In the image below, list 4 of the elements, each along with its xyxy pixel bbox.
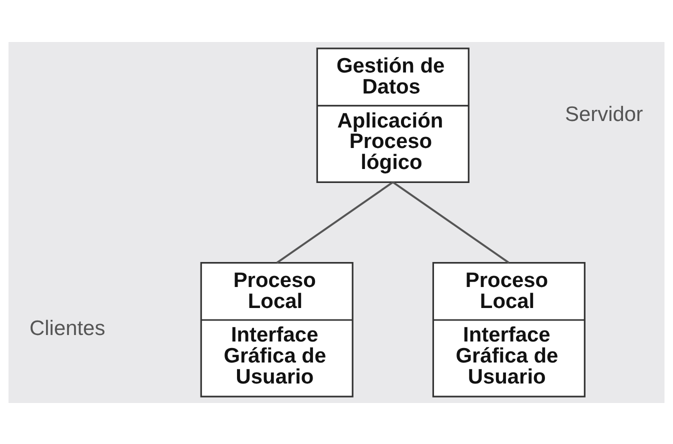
- connector: [276, 180, 394, 264]
- label: Servidor: [565, 102, 644, 126]
- label: Clientes: [30, 316, 106, 340]
- connector: [392, 180, 510, 264]
